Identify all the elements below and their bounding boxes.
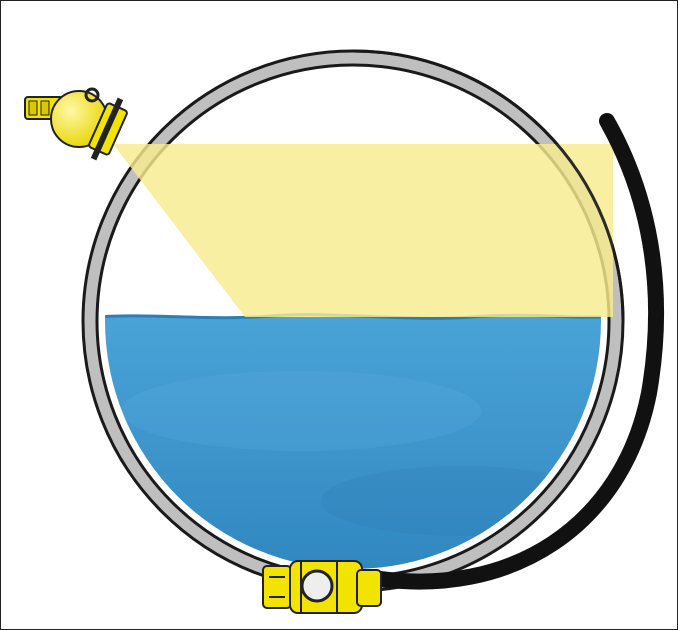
radiation-beam xyxy=(113,144,613,317)
detector-housing xyxy=(262,560,382,614)
radiation-source xyxy=(24,87,128,161)
liquid-texture xyxy=(121,371,481,451)
detector-cable xyxy=(365,113,665,590)
tank-shell-overlay xyxy=(352,49,625,322)
